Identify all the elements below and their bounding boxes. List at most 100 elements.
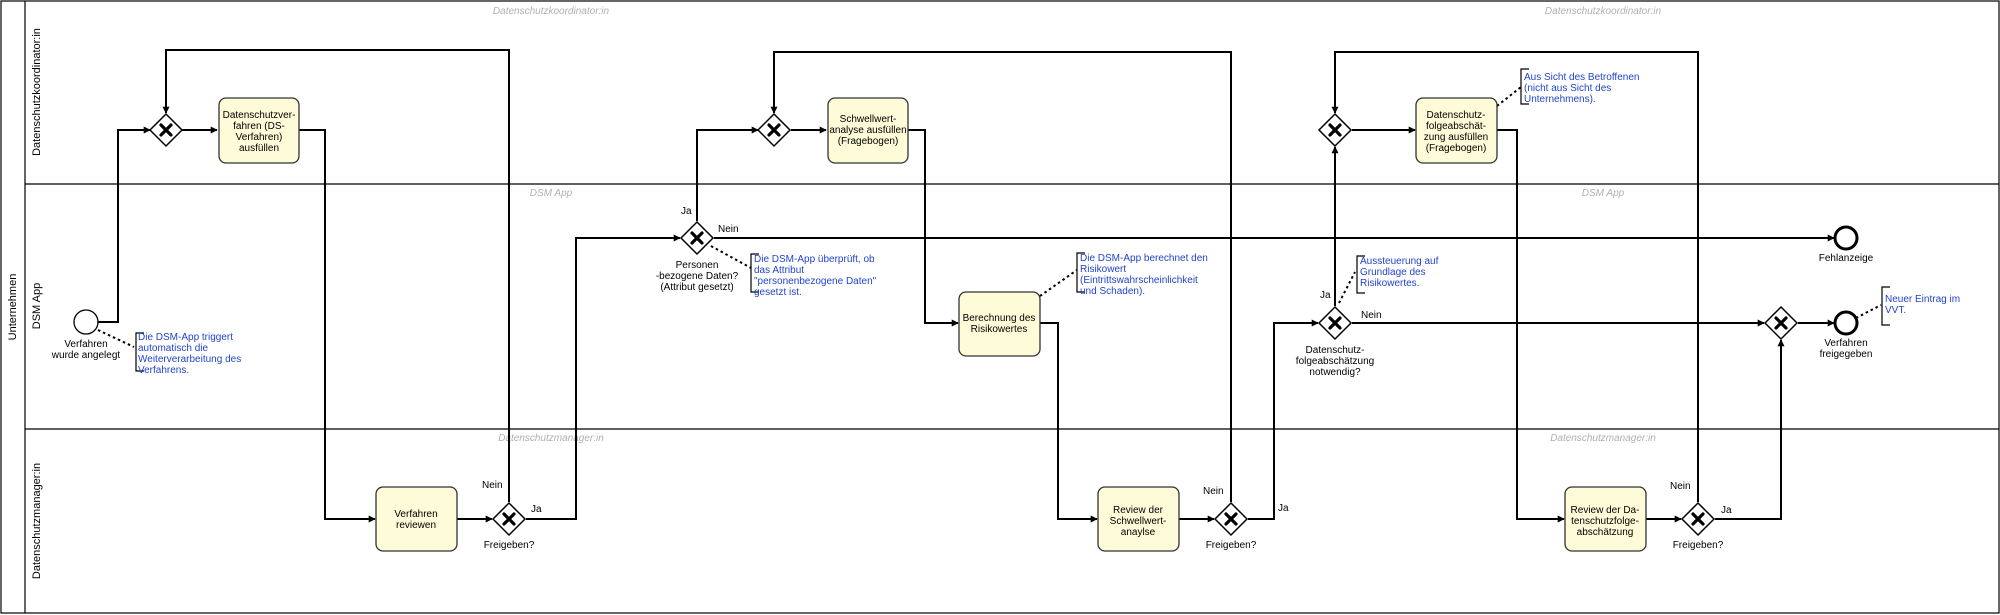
svg-text:Risikowert: Risikowert [1080,264,1126,275]
svg-text:notwendig?: notwendig? [1309,367,1361,378]
annotation-vvt: Neuer Eintrag im VVT. [1885,294,1960,316]
sequence-flow [696,126,759,221]
svg-text:freigegeben: freigegeben [1820,349,1873,360]
task-review-dsfa[interactable] [1564,486,1647,552]
sequence-flow [1715,339,1785,520]
gateway-merge-3[interactable] [1317,112,1353,148]
gateway-merge-1[interactable] [148,112,184,148]
gateway-merge-2[interactable] [756,112,792,148]
gateway-personenbezogene-daten[interactable] [679,220,715,256]
svg-text:das Attribut: das Attribut [754,265,804,276]
lane-watermark: Datenschutzmanager:in [498,433,604,444]
sequence-flow [98,126,151,323]
lane-label-datenschutzkoordinator: Datenschutzkoordinator:in [31,28,43,156]
svg-text:Weiterverarbeitung des: Weiterverarbeitung des [138,354,241,365]
sequence-flow [299,129,376,523]
svg-text:gesetzt ist.: gesetzt ist. [754,287,802,298]
svg-text:-bezogene Daten?: -bezogene Daten? [656,271,739,282]
gateway-label: Datenschutz- folgeabschätzung notwendig? [1296,345,1374,378]
lane-separators [25,183,1999,430]
flow-label-nein: Nein [1203,486,1224,497]
association [1039,269,1078,297]
svg-text:Die DSM-App berechnet den: Die DSM-App berechnet den [1080,253,1208,264]
svg-text:analyse ausfüllen: analyse ausfüllen [829,125,906,136]
end-event-label: Verfahren freigegeben [1820,338,1873,360]
svg-text:Personen: Personen [676,260,719,271]
end-event-fehlanzeige[interactable] [1833,225,1859,251]
task-review-schwellwertanalyse[interactable] [1097,486,1180,552]
annotation-aussteuerung: Aussteuerung auf Grundlage des Risikower… [1360,256,1439,289]
svg-text:Verfahrens.: Verfahrens. [138,365,189,376]
svg-text:Aus Sicht des Betroffenen: Aus Sicht des Betroffenen [1524,72,1639,83]
flow-label-ja: Ja [1278,503,1289,514]
svg-text:Datenschutz-: Datenschutz- [1427,110,1486,121]
svg-text:zung ausfüllen: zung ausfüllen [1424,132,1489,143]
sequence-flow [1331,51,1699,502]
end-event-verfahren-freigegeben[interactable] [1833,310,1859,336]
pool-label: Unternehmen [7,274,19,341]
x-icon [1328,123,1342,137]
lane-watermark: Datenschutzkoordinator:in [493,6,610,17]
sequence-flow [162,49,510,502]
svg-text:Review der: Review der [1113,505,1164,516]
task-label: Verfahren reviewen [394,509,437,531]
gateway-freigeben-3[interactable] [1680,501,1716,537]
task-berechnung-risikowert[interactable] [958,291,1041,357]
gateway-dsfa-notwendig[interactable] [1317,305,1353,341]
x-icon [1691,512,1705,526]
svg-text:Review der Da-: Review der Da- [1571,505,1640,516]
svg-text:Datenschutz-: Datenschutz- [1306,345,1365,356]
lane-watermark: Datenschutzmanager:in [1550,433,1656,444]
svg-text:wurde angelegt: wurde angelegt [51,350,121,361]
svg-text:Verfahren: Verfahren [64,339,107,350]
lane-label-datenschutzmanager: Datenschutzmanager:in [31,463,43,579]
sequence-flow [770,51,1232,502]
end-event-label: Fehlanzeige [1819,253,1874,264]
sequence-flow [1248,319,1319,520]
svg-text:(nicht aus Sicht des: (nicht aus Sicht des [1524,83,1611,94]
association [97,329,135,348]
svg-text:(Fragebogen): (Fragebogen) [838,136,899,147]
gateway-label: Freigeben? [1673,540,1724,551]
x-icon [1224,512,1238,526]
svg-text:Aussteuerung auf: Aussteuerung auf [1360,256,1439,267]
annotation-brackets [135,68,1890,372]
gateway-merge-4[interactable] [1763,305,1799,341]
sequence-flow [526,234,681,520]
flow-label-ja: Ja [1721,505,1732,516]
gateway-freigeben-1[interactable] [491,501,527,537]
svg-text:Verfahren: Verfahren [1824,338,1867,349]
lane-watermark: Datenschutzkoordinator:in [1545,6,1662,17]
task-schwellwertanalyse-ausfuellen[interactable] [827,97,909,164]
task-label: Datenschutzver- fahren (DS- Verfahren) a… [223,110,296,154]
flow-label-ja: Ja [531,504,542,515]
association [1338,271,1356,304]
task-verfahren-reviewen[interactable] [375,486,458,552]
svg-text:Unternehmens).: Unternehmens). [1524,94,1596,105]
svg-text:"personenbezogene Daten": "personenbezogene Daten" [754,276,877,287]
task-dsfa-ausfuellen[interactable] [1415,97,1498,164]
svg-text:Schwellwert-: Schwellwert- [1110,516,1167,527]
x-icon [502,512,516,526]
lane-watermark: DSM App [1582,188,1625,199]
svg-text:tenschutzfolge-: tenschutzfolge- [1571,516,1639,527]
flow-label-nein: Nein [1361,310,1382,321]
gateway-freigeben-2[interactable] [1213,501,1249,537]
svg-text:folgeabschät-: folgeabschät- [1426,121,1486,132]
annotation-attribut-check: Die DSM-App überprüft, ob das Attribut "… [754,254,877,298]
sequence-flow [1040,322,1098,523]
annotation-risikowert: Die DSM-App berechnet den Risikowert (Ei… [1080,253,1208,297]
lane-watermark: DSM App [530,188,573,199]
x-icon [159,123,173,137]
association [1855,304,1882,319]
task-label: Berechnung des Risikowertes [963,313,1036,335]
gateway-label: Freigeben? [1206,540,1257,551]
svg-text:anaylse: anaylse [1121,527,1156,538]
flow-label-ja: Ja [1320,290,1331,301]
association [710,245,752,269]
start-event[interactable] [73,309,99,335]
task-datenschutzverfahren-ausfuellen[interactable] [218,97,300,164]
svg-text:Die DSM-App triggert: Die DSM-App triggert [138,332,233,343]
